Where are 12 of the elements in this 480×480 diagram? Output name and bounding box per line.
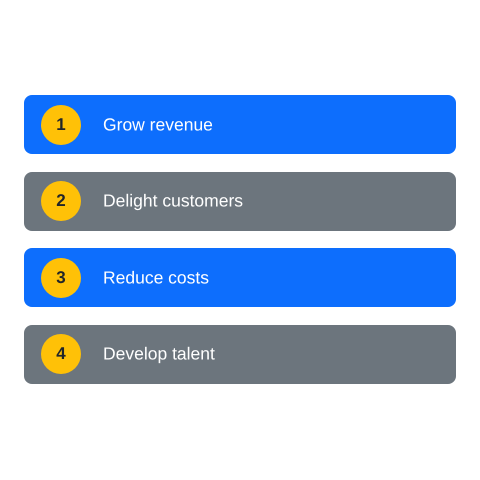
goal-label: Develop talent xyxy=(103,344,215,364)
step-number-badge: 2 xyxy=(41,181,81,221)
goal-bar xyxy=(24,172,456,230)
goal-bar xyxy=(24,95,456,154)
step-number-badge: 1 xyxy=(41,104,81,144)
step-number-badge: 3 xyxy=(41,258,81,298)
goal-bar xyxy=(24,248,456,307)
step-number-badge: 4 xyxy=(41,334,81,374)
goal-label: Grow revenue xyxy=(103,114,213,135)
goal-label: Reduce costs xyxy=(103,267,210,288)
goal-label: Delight customers xyxy=(103,190,244,212)
goal-bar xyxy=(24,324,456,384)
